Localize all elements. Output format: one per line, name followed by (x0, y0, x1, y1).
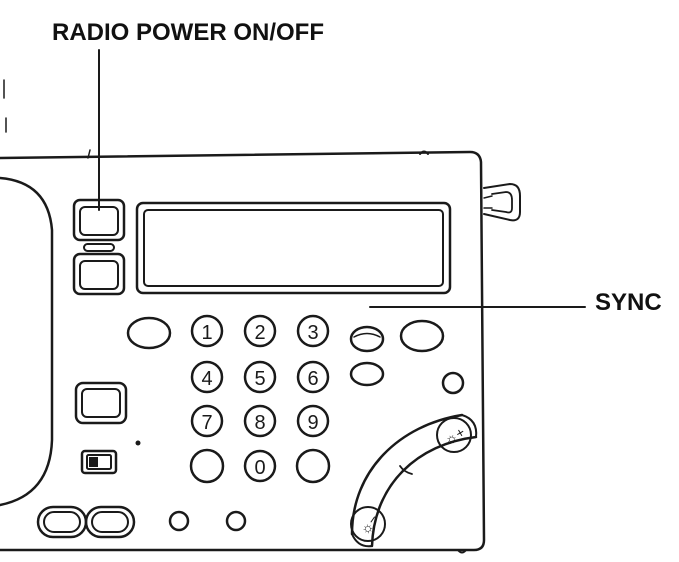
svg-text:8: 8 (254, 412, 265, 434)
callout-sync-label: SYNC (595, 289, 662, 316)
oval-button-below-sync[interactable] (349, 361, 385, 387)
key-6[interactable]: 6 (296, 360, 330, 394)
callout-radio-power-label: RADIO POWER ON/OFF (52, 19, 324, 46)
display-window (135, 201, 452, 295)
svg-text:5: 5 (254, 368, 265, 390)
strap-lug (483, 183, 521, 222)
edge-mark (3, 79, 7, 133)
key-blank-left[interactable] (189, 448, 225, 484)
svg-text:2: 2 (254, 322, 265, 344)
small-right-knob[interactable] (441, 371, 465, 395)
svg-text:6: 6 (307, 368, 318, 390)
radio-body (0, 149, 486, 554)
bottom-twin-buttons (36, 505, 136, 539)
key-blank-right[interactable] (295, 448, 331, 484)
bottom-small-button-left[interactable] (168, 510, 190, 532)
left-oval-button[interactable] (126, 316, 172, 350)
key-9[interactable]: 9 (296, 404, 330, 438)
svg-text:3: 3 (307, 322, 318, 344)
svg-text:4: 4 (201, 368, 212, 390)
power-indicator (83, 243, 115, 252)
keypad: 1 2 3 4 5 6 7 8 (189, 314, 331, 484)
bottom-left-oval-button[interactable] (36, 505, 88, 539)
key-5[interactable]: 5 (243, 360, 277, 394)
small-dot (135, 440, 141, 446)
right-oval-button[interactable] (399, 319, 445, 353)
band-button[interactable] (72, 252, 126, 296)
key-4[interactable]: 4 (190, 360, 224, 394)
svg-text:9: 9 (307, 412, 318, 434)
rocker-control: ☼+ ☼− (350, 413, 478, 548)
rocker-minus-button[interactable]: ☼− (350, 506, 386, 542)
svg-text:0: 0 (254, 457, 265, 479)
rocker-plus-button[interactable]: ☼+ (436, 417, 472, 453)
sync-button[interactable] (349, 325, 385, 353)
slide-switch[interactable] (80, 449, 118, 475)
key-3[interactable]: 3 (296, 314, 330, 348)
svg-text:1: 1 (201, 322, 212, 344)
svg-text:7: 7 (201, 412, 212, 434)
key-2[interactable]: 2 (243, 314, 277, 348)
bottom-small-button-right[interactable] (225, 510, 247, 532)
left-square-button[interactable] (74, 381, 128, 425)
key-0[interactable]: 0 (243, 449, 277, 483)
bottom-right-oval-button[interactable] (84, 505, 136, 539)
radio-power-button[interactable] (72, 198, 126, 242)
key-7[interactable]: 7 (190, 404, 224, 438)
key-8[interactable]: 8 (243, 404, 277, 438)
key-1[interactable]: 1 (190, 314, 224, 348)
